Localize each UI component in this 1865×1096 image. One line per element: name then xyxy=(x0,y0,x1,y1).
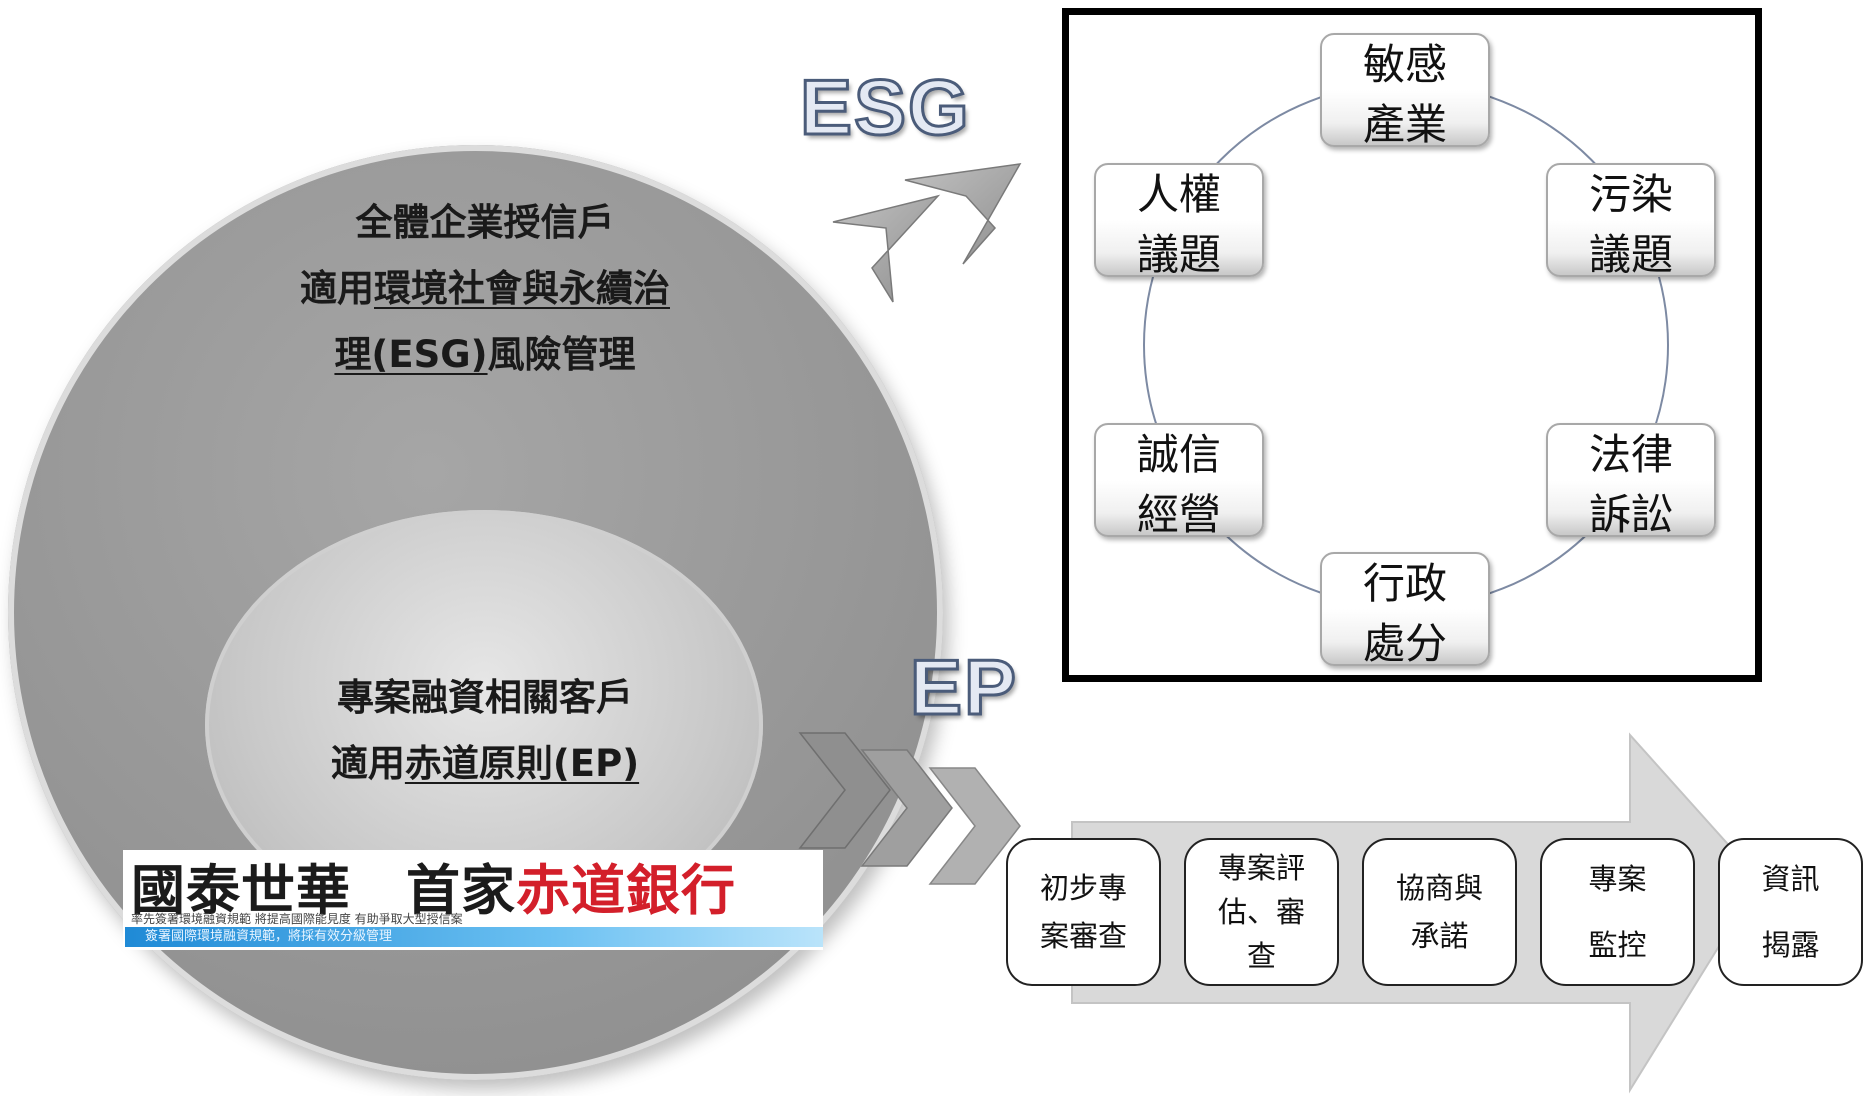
cycle-node-litigation: 法律 訴訟 xyxy=(1546,423,1716,537)
inner-line2-pre: 適用 xyxy=(330,742,405,785)
outer-circle-line1: 全體企業授信戶 xyxy=(355,201,615,244)
node-line2: 處分 xyxy=(1362,619,1447,666)
step-line: 案審查 xyxy=(1039,919,1127,953)
outer-line3-post: 風險管理 xyxy=(487,333,636,376)
banner-title-red: 赤道銀行 xyxy=(516,859,736,922)
esg-chevron-icon xyxy=(832,163,1022,303)
step-line: 估、審 xyxy=(1217,895,1305,929)
node-line1: 行政 xyxy=(1362,559,1447,608)
step-line: 專案 xyxy=(1588,862,1647,896)
ep-step-initial-review: 初步專 案審查 xyxy=(1006,838,1161,986)
inner-circle-text: 專案融資相關客戶 適用赤道原則(EP) xyxy=(210,665,760,797)
outer-circle-line2: 適用環境社會與永續治 xyxy=(180,256,790,322)
ep-step-negotiation: 協商與 承諾 xyxy=(1362,838,1517,986)
node-line2: 議題 xyxy=(1136,230,1221,277)
step-line: 協商與 xyxy=(1395,871,1483,905)
cycle-node-human-rights: 人權 議題 xyxy=(1094,163,1264,277)
ep-step-assessment: 專案評 估、審 查 xyxy=(1184,838,1339,986)
node-line2: 產業 xyxy=(1362,100,1447,147)
ep-chevron-icon xyxy=(798,732,1021,885)
outer-circle-text: 全體企業授信戶 適用環境社會與永續治 理(ESG)風險管理 xyxy=(180,190,790,388)
inner-line2-underlined: 赤道原則(EP) xyxy=(404,742,640,785)
banner-subtitle: 率先簽署環境融資規範 將提高國際能見度 有助爭取大型授信案 xyxy=(131,912,463,926)
banner-title: 國泰世華 首家赤道銀行 xyxy=(131,850,736,925)
step-line: 資訊 xyxy=(1761,862,1820,896)
node-line2: 經營 xyxy=(1136,490,1221,537)
cathay-banner-image: 國泰世華 首家赤道銀行 率先簽署環境融資規範 將提高國際能見度 有助爭取大型授信… xyxy=(123,850,823,950)
outer-line2-pre: 適用 xyxy=(300,267,374,310)
step-line: 專案評 xyxy=(1217,851,1305,885)
inner-circle-line2: 適用赤道原則(EP) xyxy=(210,731,760,797)
node-line1: 敏感 xyxy=(1362,40,1447,89)
outer-line2-underlined: 環境社會與永續治 xyxy=(374,267,670,310)
node-line2: 訴訟 xyxy=(1588,490,1673,537)
inner-circle-line1: 專案融資相關客戶 xyxy=(337,676,633,719)
step-line: 初步專 xyxy=(1039,871,1127,905)
esg-label: ESG xyxy=(799,62,971,153)
node-line1: 法律 xyxy=(1588,430,1673,479)
node-line1: 人權 xyxy=(1136,170,1221,219)
banner-title-dark: 國泰世華 首家 xyxy=(131,859,516,922)
step-line: 承諾 xyxy=(1410,919,1469,953)
banner-blue-strip: 簽署國際環境融資規範，將採有效分級管理 xyxy=(125,927,823,947)
step-line: 揭露 xyxy=(1761,928,1820,962)
outer-line3-underlined: 理(ESG) xyxy=(334,333,488,376)
node-line1: 污染 xyxy=(1588,170,1673,219)
ep-step-disclosure: 資訊 揭露 xyxy=(1718,838,1863,986)
cycle-node-sensitive-industry: 敏感 產業 xyxy=(1320,33,1490,147)
node-line2: 議題 xyxy=(1588,230,1673,277)
cycle-node-administrative: 行政 處分 xyxy=(1320,552,1490,666)
step-line: 監控 xyxy=(1588,928,1647,962)
node-line1: 誠信 xyxy=(1136,430,1221,479)
ep-step-monitoring: 專案 監控 xyxy=(1540,838,1695,986)
cycle-node-pollution: 污染 議題 xyxy=(1546,163,1716,277)
ep-label: EP xyxy=(908,642,1019,733)
cycle-node-integrity: 誠信 經營 xyxy=(1094,423,1264,537)
step-line: 查 xyxy=(1246,939,1276,973)
outer-circle-line3: 理(ESG)風險管理 xyxy=(180,322,790,388)
